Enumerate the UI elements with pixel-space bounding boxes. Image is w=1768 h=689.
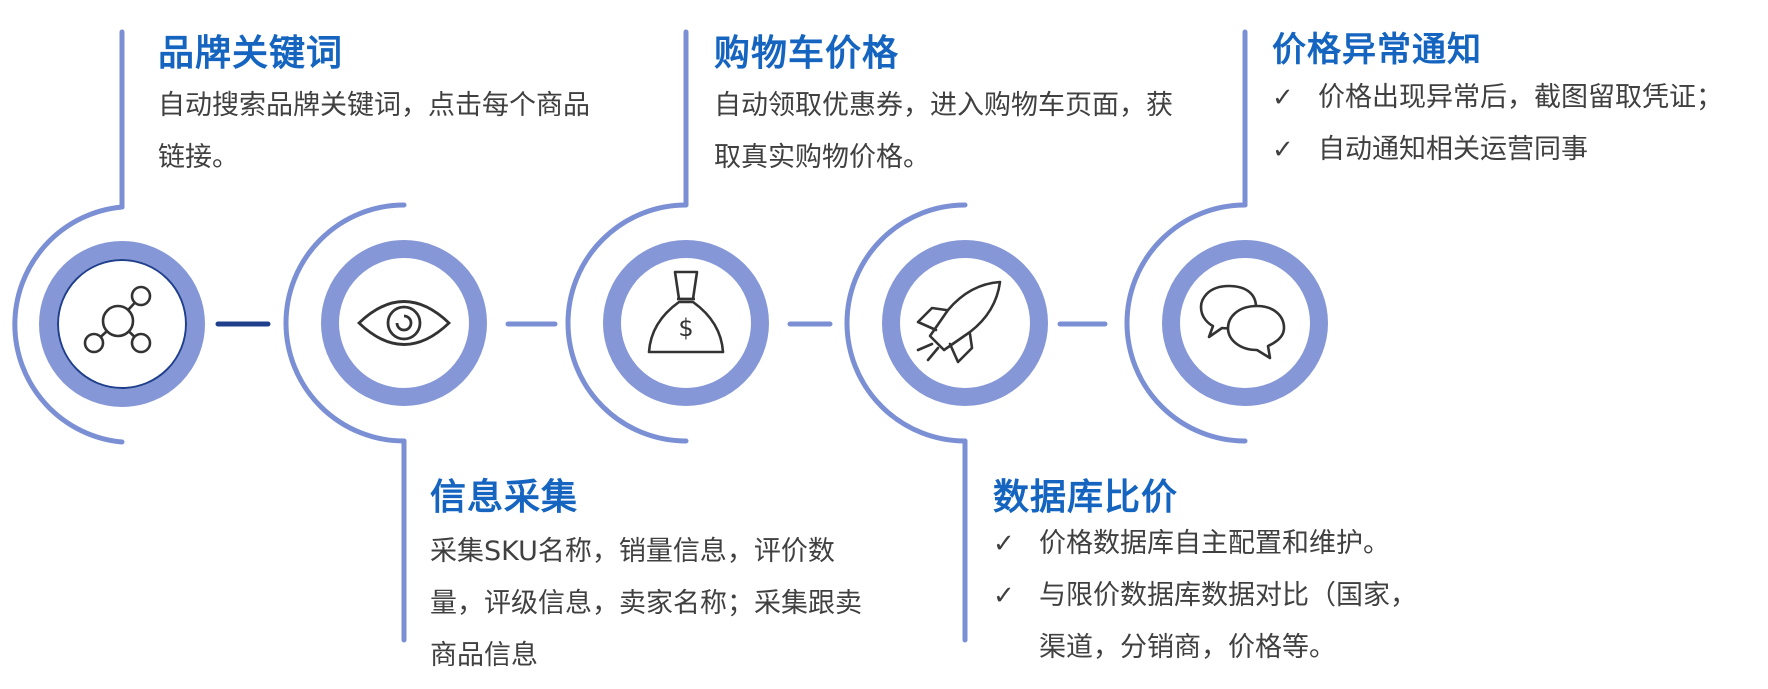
step-3-title: 购物车价格 [714,33,900,74]
step-2-description: 采集SKU名称，销量信息，评价数量，评级信息，卖家名称；采集跟卖商品信息 [430,536,862,671]
step-5-node [1124,29,1328,444]
step-4-bullet-2-text: 与限价数据库数据对比（国家，渠道，分销商，价格等。 [1039,580,1417,663]
step-1-title: 品牌关键词 [158,33,344,74]
step-3-node: $ [565,29,769,444]
step-5-outer-arc [1124,202,1248,444]
rocket-icon [916,280,1002,364]
step-3-description: 自动领取优惠券，进入购物车页面，获取真实购物价格。 [714,90,1173,173]
step-4-node [844,202,1048,643]
step-3-ring [603,240,769,406]
step-5-bullet-2: ✓ 自动通知相关运营同事 [1272,124,1752,176]
step-5-bullet-1-text: 价格出现异常后，截图留取凭证； [1318,82,1723,113]
step-4-bullet-1: ✓ 价格数据库自主配置和维护。 [993,518,1433,570]
step-2-ring [321,240,487,406]
step-1-description: 自动搜索品牌关键词，点击每个商品链接。 [158,90,590,173]
step-4-bullet-1-text: 价格数据库自主配置和维护。 [1039,528,1390,559]
step-2-title: 信息采集 [430,477,579,518]
step-5-bullet-1: ✓ 价格出现异常后，截图留取凭证； [1272,72,1752,124]
check-icon: ✓ [1272,83,1294,113]
check-icon: ✓ [993,581,1015,611]
step-3-outer-arc [565,202,689,444]
step-2-node [283,202,487,643]
step-5-title: 价格异常通知 [1272,30,1482,70]
step-1-node [12,29,205,445]
eye-icon [356,300,452,346]
step-4-ring [882,240,1048,406]
step-2-outer-arc [283,202,407,444]
step-1-outer-arc [12,204,125,445]
network-share-icon [83,285,152,354]
step-5-bullet-list: ✓ 价格出现异常后，截图留取凭证； ✓ 自动通知相关运营同事 [1272,72,1752,176]
step-4-bullet-list: ✓ 价格数据库自主配置和维护。 ✓ 与限价数据库数据对比（国家，渠道，分销商，价格等… [993,518,1433,674]
check-icon: ✓ [993,529,1015,559]
step-1-inner-circle [57,259,187,389]
chat-bubbles-icon [1199,284,1286,360]
step-4-title: 数据库比价 [993,477,1179,518]
step-5-bullet-2-text: 自动通知相关运营同事 [1318,134,1588,165]
step-4-outer-arc [844,202,968,444]
money-bag-icon: $ [647,270,725,354]
step-4-bullet-2: ✓ 与限价数据库数据对比（国家，渠道，分销商，价格等。 [993,570,1433,674]
svg-text:$: $ [678,314,693,342]
check-icon: ✓ [1272,135,1294,165]
